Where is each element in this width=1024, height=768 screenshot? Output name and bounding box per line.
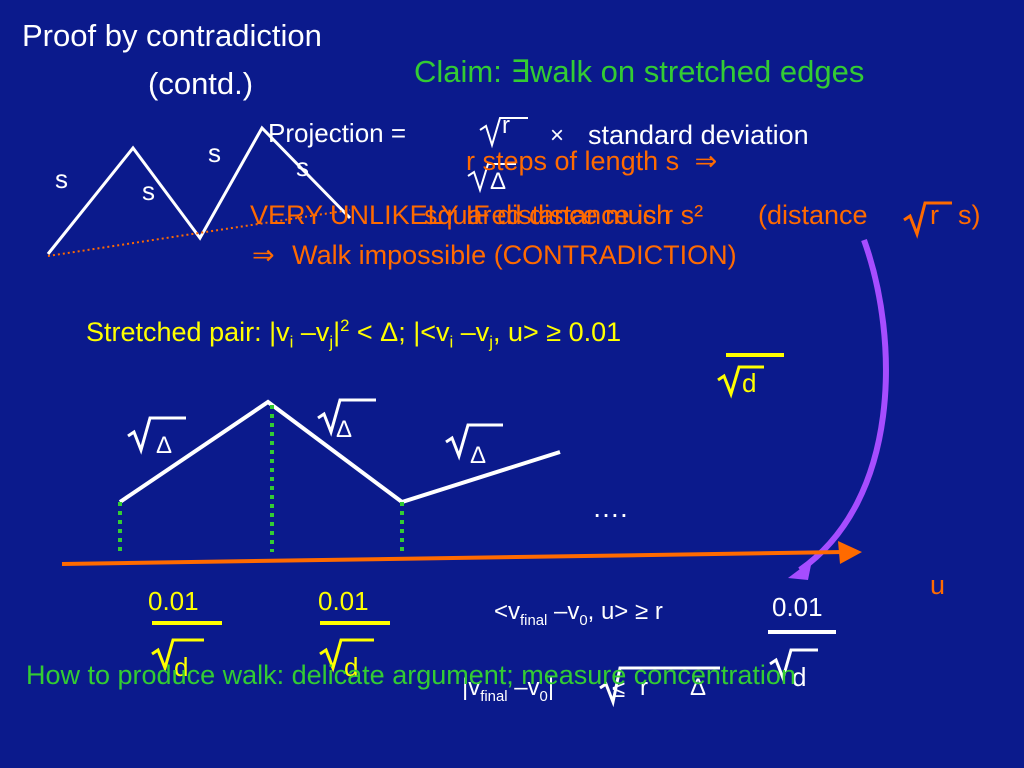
purple-curve-arrow — [798, 238, 889, 573]
stretched-minus: –v — [293, 317, 330, 347]
stretched-i2: i — [449, 332, 454, 352]
impossible-line: ⇒ Walk impossible (CONTRADICTION) — [252, 242, 737, 269]
final-rhs: , u> ≥ r — [587, 598, 663, 625]
distance-r: r — [930, 200, 939, 230]
fraction-1-den: d — [174, 652, 189, 682]
sqrt-r-projection — [479, 117, 528, 149]
sqrt-delta-walk-3 — [445, 423, 503, 461]
zigzag-chord — [47, 209, 351, 257]
sqrt-delta-projection — [467, 163, 516, 194]
fraction-1-num: 0.01 — [148, 586, 199, 616]
stretched-bar: | — [333, 317, 341, 347]
footer: How to produce walk: delicate argument; … — [26, 660, 796, 690]
steps-implies: ⇒ — [694, 146, 718, 176]
s-label-3: s — [208, 138, 221, 168]
final-zero: 0 — [579, 612, 588, 629]
stretched-end: , u> ≥ 0.01 — [492, 317, 622, 347]
u-axis-arrowhead — [838, 541, 862, 564]
final-sub: final — [520, 612, 548, 629]
s-label-4: s — [296, 152, 309, 182]
final-num: 0.01 — [772, 592, 823, 622]
norm-minus: –v — [507, 674, 540, 701]
stretched-text: Stretched pair: |v — [86, 317, 290, 347]
exists-symbol: ∃ — [510, 54, 531, 89]
u-label: u — [930, 570, 946, 600]
stretched-pair: Stretched pair: |vi –vj|2 < Δ; |<vi –vj,… — [86, 316, 622, 352]
norm-bar-v: |v — [462, 674, 481, 701]
norm-leq: ≤ — [612, 676, 626, 703]
s-label-2: s — [142, 176, 155, 206]
norm-final-sub: final — [480, 688, 508, 705]
sqrt-d-fraction-2 — [319, 638, 374, 673]
impossible-text: Walk impossible (CONTRADICTION) — [292, 240, 737, 270]
norm-bar: | — [547, 674, 555, 701]
walk-delta-1: Δ — [156, 432, 173, 459]
walk-ellipsis: …. — [592, 492, 628, 523]
stretched-j1: j — [329, 332, 334, 352]
steps-text: r steps of length s ⇒ — [466, 148, 717, 175]
stretched-minus2: –v — [453, 317, 490, 347]
claim-text: walk on stretched edges — [530, 54, 865, 89]
sqrt-r-delta-norm — [599, 666, 720, 708]
projection-label: Projection = — [268, 118, 407, 148]
sqrt-delta-walk-2 — [317, 398, 376, 437]
distance-prefix: (distance — [758, 200, 868, 230]
stretched-sq: 2 — [340, 316, 350, 335]
impossible-arrow: ⇒ — [252, 240, 275, 270]
fraction-2-den: d — [344, 652, 359, 682]
final-inequality: <vfinal –v0, u> ≥ r — [494, 600, 663, 629]
purple-arrowhead — [788, 560, 812, 580]
title-line-1: Proof by contradiction — [22, 18, 322, 53]
walk-delta-2: Δ — [336, 416, 353, 443]
title-line-2: (contd.) — [148, 66, 254, 101]
stretched-j2: j — [489, 332, 493, 352]
final-den: d — [792, 662, 807, 692]
walk-path — [118, 399, 561, 505]
norm-inequality: |vfinal –v0| — [462, 676, 554, 705]
sqrt-d-final — [769, 648, 818, 683]
norm-zero-sub: 0 — [539, 688, 548, 705]
norm-r: r — [640, 674, 648, 701]
sqrt-d-fraction-1 — [151, 638, 204, 673]
stretched-mid: < Δ; |<v — [349, 317, 450, 347]
claim: Claim: ∃walk on stretched edges — [414, 56, 864, 87]
sqrt-r-distance — [903, 201, 952, 239]
s-label-1: s — [55, 164, 68, 194]
projection-std: standard deviation — [588, 120, 809, 150]
walk-delta-3: Δ — [470, 442, 487, 469]
sqrt-delta-walk-1 — [127, 416, 186, 455]
zigzag-path — [46, 125, 352, 255]
projection-delta: Δ — [490, 168, 507, 195]
final-lhs: <v — [494, 598, 521, 625]
projection-sqrt-r: r — [502, 112, 510, 139]
projection-times: × — [550, 122, 565, 149]
u-axis — [61, 550, 845, 566]
norm-delta: Δ — [690, 674, 707, 701]
sqrt-d-stretched — [717, 365, 764, 399]
squared-text: squared distance is r s² — [424, 200, 704, 230]
distance-s: s) — [958, 200, 981, 230]
stretched-sqrt-d: d — [742, 368, 757, 398]
final-minus: –v — [547, 598, 580, 625]
very-unlikely-text: VERY UNLIKELY IF distance much — [250, 200, 672, 230]
fraction-2-num: 0.01 — [318, 586, 369, 616]
claim-prefix: Claim: — [414, 54, 511, 89]
stretched-i1: i — [289, 332, 294, 352]
steps-label: r steps of length s — [466, 146, 680, 176]
